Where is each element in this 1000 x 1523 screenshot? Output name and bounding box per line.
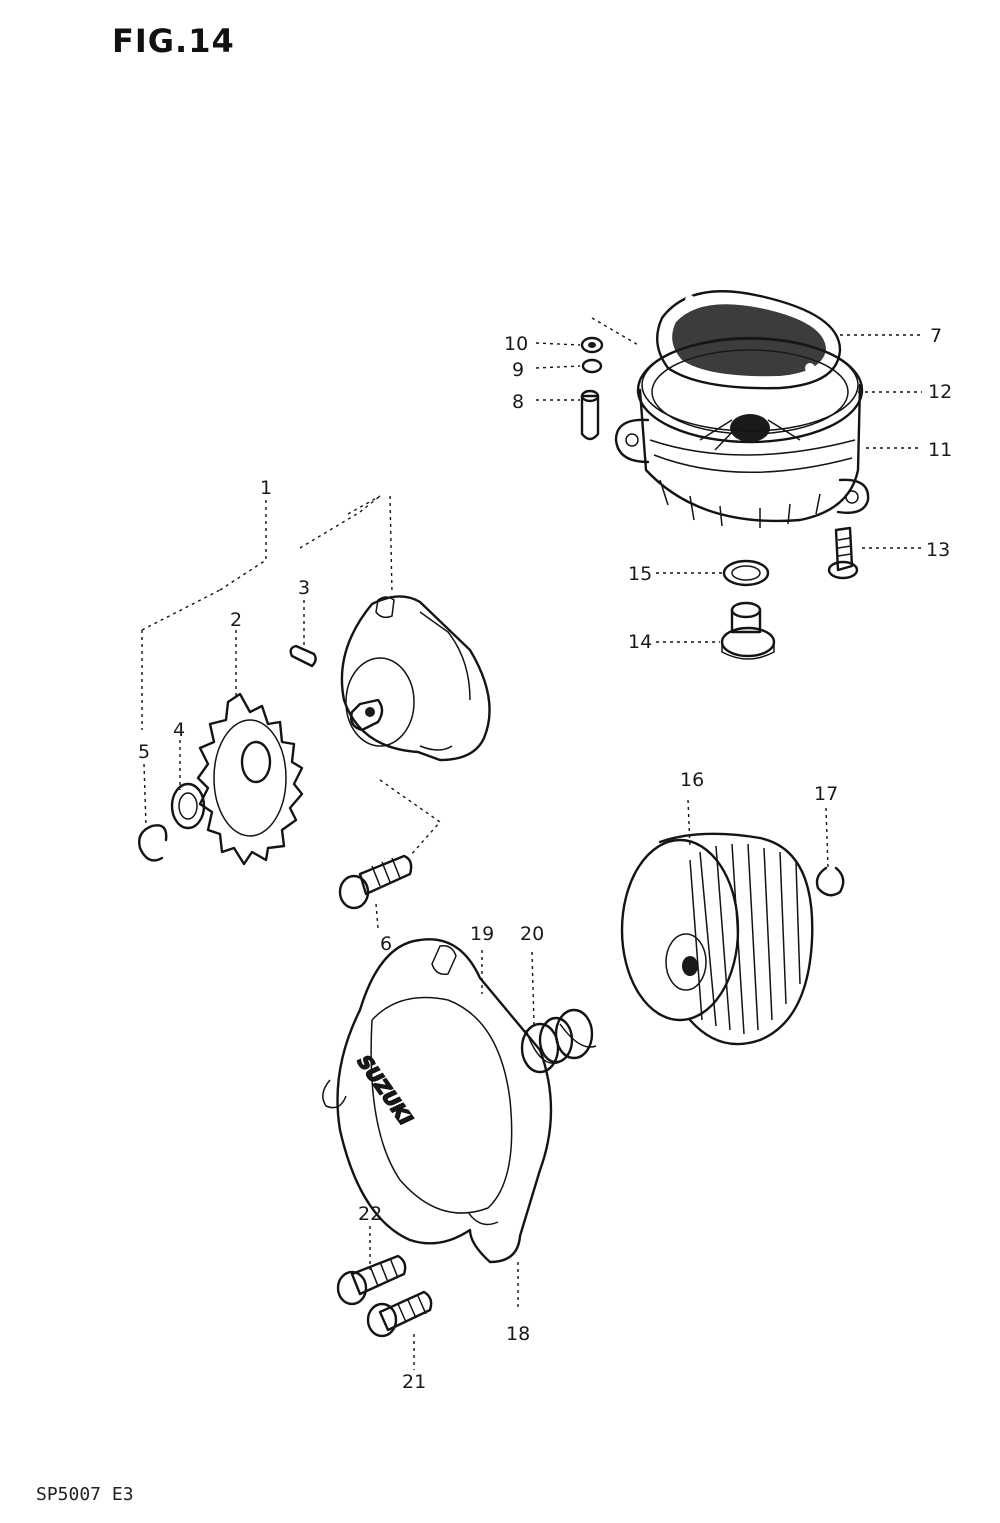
callout-labels: 1 2 3 4 5 6 7 8 9 10 11 12 13 14 15 16 1… [138,325,952,1393]
callout-19: 19 [470,923,494,945]
callout-2: 2 [230,609,242,631]
callout-13: 13 [926,539,950,561]
housing-bolt [827,526,859,580]
callout-16: 16 [680,769,704,791]
callout-7: 7 [930,325,942,347]
leader-lines [141,317,922,1370]
callout-21: 21 [402,1371,426,1393]
drawing-code: SP5007 E3 [36,1484,134,1505]
oil-filter-element [620,832,814,1046]
dowel-pin [289,644,317,668]
oil-pump-body [340,595,491,762]
oil-filter-housing [614,290,870,528]
callout-10: 10 [504,333,528,355]
drain-plug-and-washer [720,559,776,660]
callout-14: 14 [628,631,652,653]
circlip [138,824,168,862]
callout-8: 8 [512,391,524,413]
callout-12: 12 [928,381,952,403]
callout-3: 3 [298,577,310,599]
cover-bolt-long [336,1254,407,1306]
cover-bolt-short [366,1290,433,1338]
bypass-spring [520,1008,597,1074]
callout-6: 6 [380,933,392,955]
pump-mounting-screw [338,854,413,910]
callout-15: 15 [628,563,652,585]
callout-17: 17 [814,783,838,805]
callout-11: 11 [928,439,952,461]
callout-22: 22 [358,1203,382,1225]
housing-bolt-washers [580,336,604,441]
callout-20: 20 [520,923,544,945]
callout-4: 4 [173,719,185,741]
callout-9: 9 [512,359,524,381]
callout-1: 1 [260,477,272,499]
oil-pump-gear [196,692,304,866]
callout-18: 18 [506,1323,530,1345]
thrust-washer [170,782,206,830]
callout-5: 5 [138,741,150,763]
cover-logo-text: SUZUKI [351,1052,418,1127]
filter-o-ring [815,866,845,897]
figure-title: FIG.14 [112,22,235,60]
